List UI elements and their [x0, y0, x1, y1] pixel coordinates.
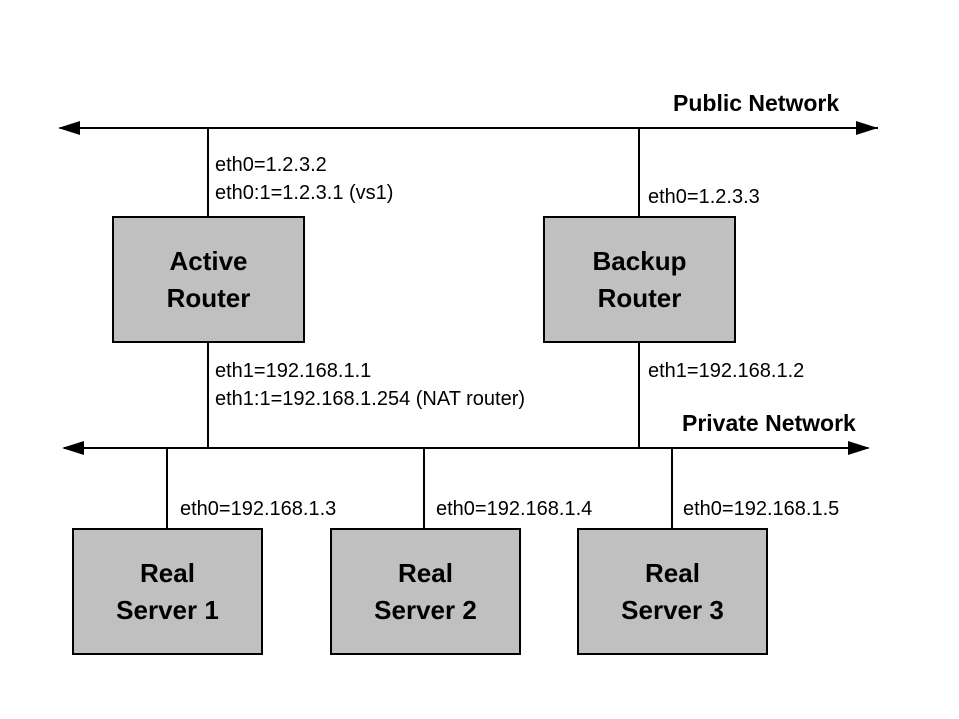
connector-private-server2: [423, 447, 425, 529]
node-active-router: Active Router: [112, 216, 305, 343]
backup-router-label-line2: Router: [597, 282, 682, 313]
server2-eth0-label: eth0=192.168.1.4: [436, 498, 593, 520]
node-backup-router: Backup Router: [543, 216, 736, 343]
real-server-1-label-line1: Real: [140, 557, 195, 588]
real-server-3-label-line2: Server 3: [621, 594, 724, 625]
server1-eth0-label: eth0=192.168.1.3: [180, 498, 337, 520]
active-router-label-line2: Router: [166, 282, 251, 313]
active-router-eth1-label: eth1=192.168.1.1: [215, 360, 372, 382]
public-network-label: Public Network: [673, 90, 840, 116]
active-router-eth0-label: eth0=1.2.3.2: [215, 154, 327, 176]
connector-backup-router-private: [638, 343, 640, 448]
active-router-label-line1: Active: [169, 245, 248, 276]
arrow-left-icon: [58, 121, 80, 135]
backup-router-label-line1: Backup: [592, 245, 687, 276]
node-real-server-3: Real Server 3: [577, 528, 768, 655]
active-router-eth1-alias-label: eth1:1=192.168.1.254 (NAT router): [215, 388, 526, 410]
arrow-left-icon: [62, 441, 84, 455]
connector-private-server1: [166, 447, 168, 529]
arrow-right-icon: [856, 121, 878, 135]
real-server-3-label-line1: Real: [645, 557, 700, 588]
server3-eth0-label: eth0=192.168.1.5: [683, 498, 840, 520]
node-real-server-1: Real Server 1: [72, 528, 263, 655]
connector-private-server3: [671, 447, 673, 529]
connector-public-active-router: [207, 128, 209, 217]
real-server-2-label-line1: Real: [398, 557, 453, 588]
arrow-right-icon: [848, 441, 870, 455]
real-server-2-label-line2: Server 2: [374, 594, 477, 625]
real-server-1-label-line2: Server 1: [116, 594, 219, 625]
active-router-eth0-alias-label: eth0:1=1.2.3.1 (vs1): [215, 182, 394, 204]
private-network-line: [64, 447, 868, 449]
backup-router-eth0-label: eth0=1.2.3.3: [648, 186, 760, 208]
public-network-line: [60, 127, 878, 129]
private-network-label: Private Network: [682, 410, 856, 436]
node-real-server-2: Real Server 2: [330, 528, 521, 655]
connector-active-router-private: [207, 343, 209, 448]
backup-router-eth1-label: eth1=192.168.1.2: [648, 360, 805, 382]
connector-public-backup-router: [638, 128, 640, 217]
